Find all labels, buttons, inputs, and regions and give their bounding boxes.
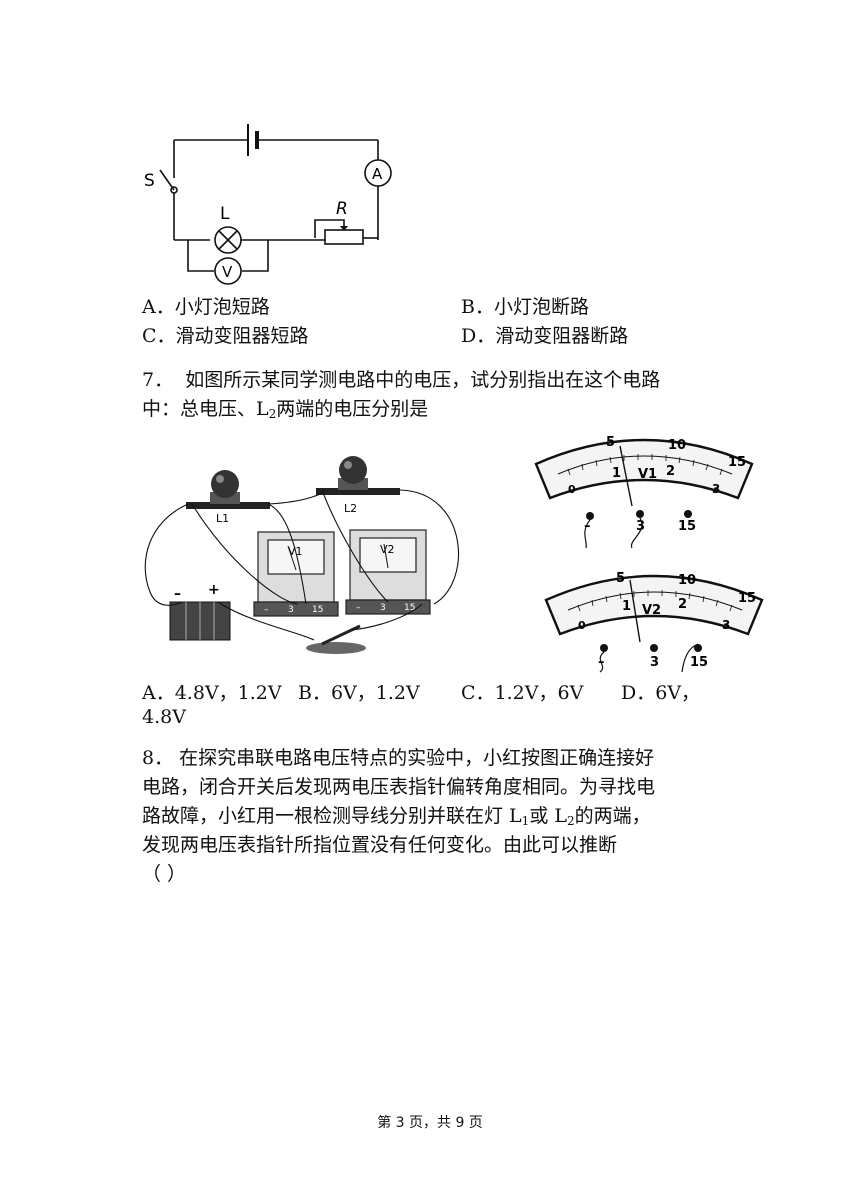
q8-line2: 电路，闭合开关后发现两电压表指针偏转角度相同。为寻找电: [142, 776, 656, 798]
svg-text:15: 15: [312, 605, 323, 615]
q7-stem-line2: 中：总电压、L2两端的电压分别是: [142, 398, 429, 421]
q7-option-d: D．6V，: [621, 682, 701, 704]
svg-text:15: 15: [678, 519, 696, 534]
svg-text:0: 0: [568, 483, 576, 496]
q6-option-d: D．滑动变阻器断路: [461, 325, 629, 347]
rheostat-label: R: [336, 199, 348, 219]
q7-dial-v1: 5 10 15 1 2 3 0 V1 – 3 15: [534, 435, 754, 549]
q8-line4: 发现两电压表指针所指位置没有任何变化。由此可以推断: [142, 834, 618, 856]
page-footer: 第 3 页，共 9 页: [377, 1115, 483, 1131]
svg-text:–: –: [584, 519, 591, 534]
svg-text:15: 15: [690, 655, 708, 670]
svg-text:10: 10: [668, 438, 686, 453]
q7-option-c: C．1.2V，6V: [461, 682, 584, 704]
svg-text:1: 1: [612, 466, 621, 481]
svg-text:3: 3: [288, 605, 294, 615]
lamp1-label: L1: [216, 512, 229, 525]
q7-option-d-cont: 4.8V: [142, 706, 186, 728]
q8-answer-blank: （ ）: [142, 863, 187, 885]
dial1-name: V1: [638, 467, 657, 482]
svg-text:–: –: [356, 603, 361, 613]
q7-stem-line1: 7． 如图所示某同学测电路中的电压，试分别指出在这个电路: [142, 369, 661, 391]
q7-circuit-photo: L1 L2 V1 V2 – 3 15 – 3 15 + –: [144, 456, 460, 654]
q7-option-a: A．4.8V，1.2V: [142, 682, 282, 704]
lamp2-label: L2: [344, 502, 357, 515]
svg-text:15: 15: [738, 591, 756, 606]
dial2-needle: [629, 579, 641, 643]
svg-text:+: +: [208, 582, 220, 598]
svg-text:15: 15: [728, 455, 746, 470]
svg-text:2: 2: [666, 464, 675, 479]
svg-text:–: –: [264, 605, 269, 615]
svg-text:1: 1: [622, 599, 631, 614]
svg-text:10: 10: [678, 573, 696, 588]
svg-text:2: 2: [678, 597, 687, 612]
q7-option-b: B．6V，1.2V: [298, 682, 420, 704]
q8-line3: 路故障，小红用一根检测导线分别并联在灯 L1或 L2的两端，: [142, 805, 651, 828]
svg-text:3: 3: [380, 603, 386, 613]
q6-option-c: C．滑动变阻器短路: [142, 325, 309, 347]
dial1-needle: [619, 445, 633, 507]
switch-label: S: [144, 171, 155, 191]
voltmeter-label: V: [222, 263, 233, 281]
meter2-label: V2: [380, 543, 395, 556]
svg-text:3: 3: [722, 618, 730, 632]
dial2-name: V2: [642, 603, 661, 618]
svg-text:0: 0: [578, 619, 586, 632]
ammeter-label: A: [372, 165, 383, 183]
q6-circuit-diagram: S L R A V: [144, 124, 392, 285]
svg-text:3: 3: [650, 655, 659, 670]
svg-text:5: 5: [616, 571, 625, 586]
q6-option-a: A．小灯泡短路: [142, 296, 270, 318]
q8-line1: 8． 在探究串联电路电压特点的实验中，小红按图正确连接好: [142, 747, 655, 769]
q6-option-b: B．小灯泡断路: [461, 296, 589, 318]
q7-dial-v2: 5 10 15 1 2 3 0 V2 – 3 15: [544, 571, 764, 673]
lamp-label: L: [220, 204, 230, 224]
svg-text:5: 5: [606, 435, 615, 450]
svg-text:3: 3: [712, 482, 720, 496]
svg-text:15: 15: [404, 603, 415, 613]
svg-text:3: 3: [636, 519, 645, 534]
svg-text:–: –: [174, 586, 181, 602]
